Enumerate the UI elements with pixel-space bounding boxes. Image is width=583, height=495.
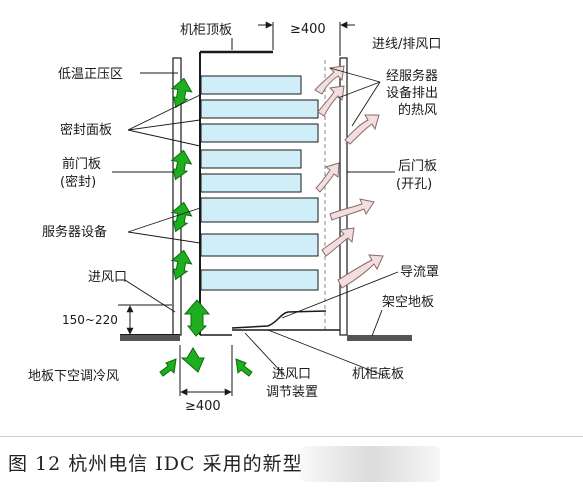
server-equipment-label: 服务器设备 [42, 224, 107, 240]
deflector-label: 导流罩 [400, 265, 439, 280]
cable-exhaust-label: 进线/排风口 [372, 37, 441, 52]
cold-air-arrow-icon [170, 249, 193, 281]
cabinet-airflow-diagram: 机柜顶板 ≥400 进线/排风口 低温正压区 经服务器 设备排出 的热风 密封面… [28, 21, 441, 414]
cold-air-arrow-icon [183, 299, 211, 337]
underfloor-air-label: 地板下空调冷风 [28, 369, 119, 384]
figure-caption: 图 12 杭州电信 IDC 采用的新型 [8, 453, 303, 475]
hot-air-arrow-icon [329, 198, 375, 221]
server-unit [200, 233, 319, 257]
front-door-label-1: 前门板 [62, 156, 101, 172]
watermark-overlay [300, 446, 440, 482]
bottom-width-label: ≥400 [185, 399, 221, 414]
rear-door-label-1: 后门板 [398, 159, 437, 174]
rear-door-panel [339, 57, 348, 336]
server-unit [200, 269, 319, 291]
server-unit [200, 149, 302, 169]
inlet-adjust-label-1: 进风口 [272, 367, 311, 382]
cold-air-arrow-icon [170, 149, 193, 181]
cabinet-top-label: 机柜顶板 [180, 23, 232, 38]
server-stack [200, 75, 319, 291]
server-exhaust-label-1: 经服务器 [386, 68, 438, 84]
raised-floor-slab-right [347, 335, 412, 341]
server-unit [200, 75, 302, 95]
server-unit [200, 123, 319, 143]
leader-lines [112, 67, 399, 377]
cold-air-arrow-icon [159, 358, 177, 377]
server-unit [200, 99, 319, 119]
front-door-label-2: (密封) [60, 174, 96, 190]
cold-air-arrow-icon [170, 201, 193, 233]
air-inlet-label: 进风口 [88, 270, 127, 285]
caption-area: 图 12 杭州电信 IDC 采用的新型 [0, 436, 583, 495]
server-unit [200, 173, 302, 193]
cold-air-arrow-icon [170, 77, 193, 109]
hot-air-arrow-icon [317, 85, 345, 117]
server-unit [200, 197, 319, 223]
cold-air-arrows [159, 77, 253, 377]
hot-air-arrow-icon [315, 162, 340, 193]
hot-air-arrow-icon [321, 227, 355, 257]
hot-air-arrow-icon [337, 254, 384, 289]
server-exhaust-label-3: 的热风 [398, 102, 437, 118]
server-exhaust-label-2: 设备排出 [386, 85, 438, 101]
raised-floor-label: 架空地板 [382, 295, 434, 310]
hot-air-arrow-icon [314, 65, 345, 95]
top-width-label: ≥400 [290, 22, 326, 37]
inlet-adjust-label-2: 调节装置 [266, 385, 318, 400]
cold-air-arrow-icon [235, 358, 253, 377]
cabinet-base-label: 机柜底板 [352, 366, 404, 382]
sealing-panel-label: 密封面板 [60, 122, 112, 138]
hot-air-arrow-icon [344, 114, 380, 145]
cold-air-arrow-icon [180, 347, 205, 373]
height-range-label: 150~220 [62, 313, 118, 327]
raised-floor-slab-left [120, 335, 180, 341]
low-temp-zone-label: 低温正压区 [58, 67, 123, 82]
deflector-hood [231, 310, 327, 329]
hot-air-arrows [314, 65, 384, 289]
rear-door-label-2: (开孔) [396, 177, 432, 192]
